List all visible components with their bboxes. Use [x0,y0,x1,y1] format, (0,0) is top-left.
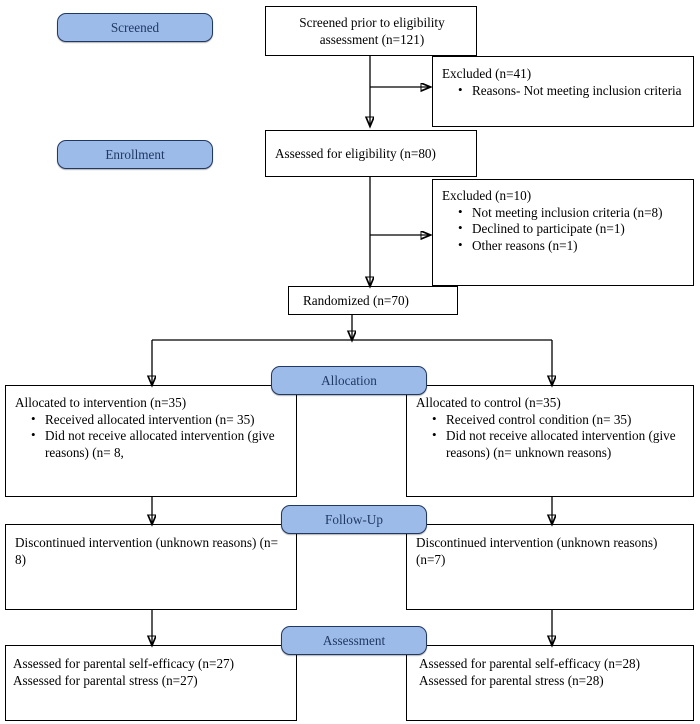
list-item: Other reasons (n=1) [458,237,686,255]
node-assessment-right-line2: Assessed for parental stress (n=28) [419,672,604,688]
node-assessment-right-line1: Assessed for parental self-efficacy (n=2… [419,656,641,671]
node-assessed-eligibility: Assessed for eligibility (n=80) [265,130,477,177]
node-followup-left-text: Discontinued intervention (unknown reaso… [15,535,279,567]
node-excluded-10: Excluded (n=10) Not meeting inclusion cr… [432,179,694,286]
node-randomized-text: Randomized (n=70) [303,292,409,308]
node-excluded-41-reasons: Reasons- Not meeting inclusion criteria [442,82,686,100]
node-allocated-control-bullets: Received control condition (n= 35) Did n… [416,411,686,462]
stage-label-enrollment: Enrollment [57,140,213,169]
list-item: Declined to participate (n=1) [458,220,686,238]
node-allocated-control: Allocated to control (n=35) Received con… [406,385,694,497]
list-item: Reasons- Not meeting inclusion criteria [458,82,686,100]
stage-label-allocation: Allocation [271,366,427,395]
node-excluded-41-head: Excluded (n=41) [442,66,532,81]
node-screened: Screened prior to eligibility assessment… [265,6,477,56]
node-allocated-intervention: Allocated to intervention (n=35) Receive… [5,385,297,497]
stage-label-assessment: Assessment [281,626,427,655]
list-item: Not meeting inclusion criteria (n=8) [458,204,686,222]
stage-label-enrollment-text: Enrollment [105,146,165,162]
node-assessment-right: Assessed for parental self-efficacy (n=2… [406,645,694,721]
node-assessment-left-line1: Assessed for parental self-efficacy (n=2… [13,656,235,671]
node-assessed-eligibility-text: Assessed for eligibility (n=80) [275,145,436,161]
stage-label-followup-text: Follow-Up [325,511,383,527]
node-followup-left: Discontinued intervention (unknown reaso… [5,524,297,610]
stage-label-screened: Screened [57,13,213,42]
node-assessment-left-line2: Assessed for parental stress (n=27) [13,672,198,688]
node-screened-text: Screened prior to eligibility assessment… [299,14,445,47]
node-randomized: Randomized (n=70) [288,286,458,315]
list-item: Received allocated intervention (n= 35) [31,411,289,429]
list-item: Did not receive allocated intervention (… [432,427,686,461]
node-followup-right: Discontinued intervention (unknown reaso… [406,524,694,610]
node-allocated-control-head: Allocated to control (n=35) [416,395,561,410]
list-item: Did not receive allocated intervention (… [31,427,289,461]
stage-label-followup: Follow-Up [281,505,427,534]
node-excluded-41: Excluded (n=41) Reasons- Not meeting inc… [432,56,694,127]
stage-label-screened-text: Screened [110,19,160,35]
node-allocated-intervention-head: Allocated to intervention (n=35) [15,395,187,410]
node-excluded-10-head: Excluded (n=10) [442,188,532,203]
node-allocated-intervention-bullets: Received allocated intervention (n= 35) … [15,411,289,462]
node-excluded-10-reasons: Not meeting inclusion criteria (n=8) Dec… [442,204,686,255]
node-assessment-left: Assessed for parental self-efficacy (n=2… [5,645,297,721]
stage-label-allocation-text: Allocation [321,372,377,388]
list-item: Received control condition (n= 35) [432,411,686,429]
stage-label-assessment-text: Assessment [322,632,386,648]
node-followup-right-text: Discontinued intervention (unknown reaso… [416,535,658,567]
